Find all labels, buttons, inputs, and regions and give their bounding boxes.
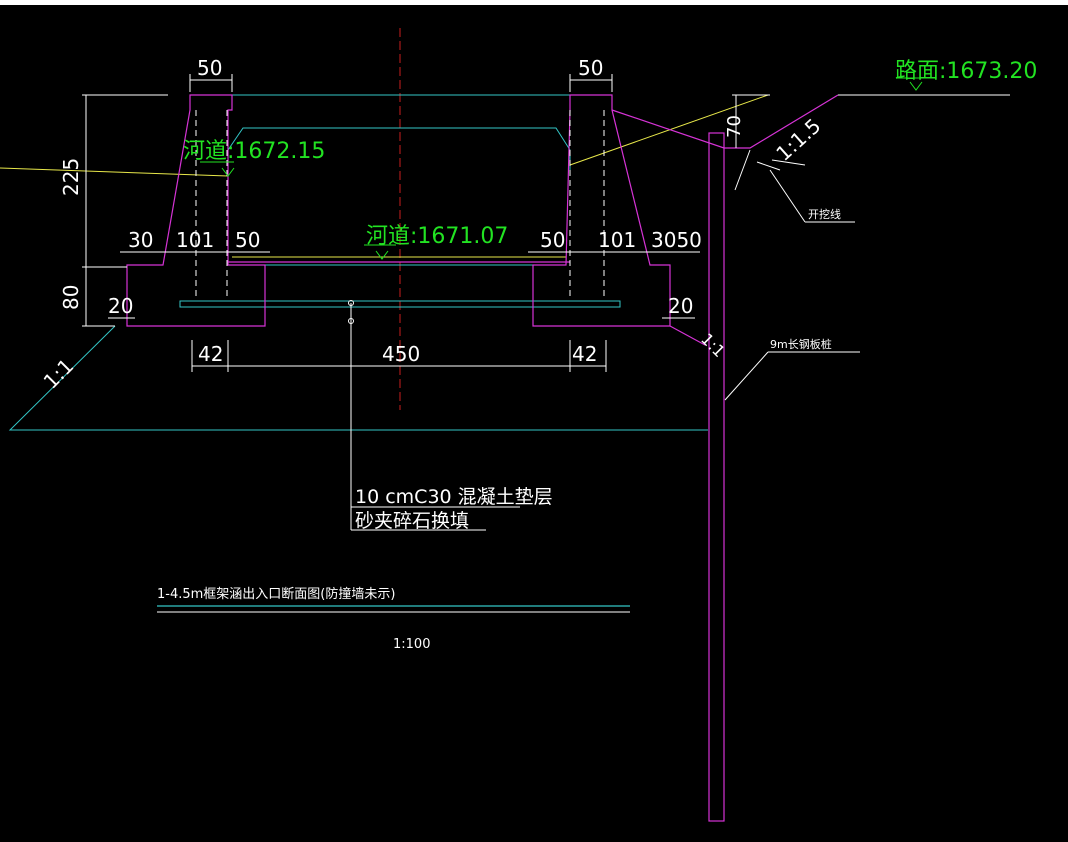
dim-row-right-c: 3050 [651, 228, 702, 252]
dim-height-wall: 225 [59, 158, 83, 196]
road-elevation-label: 路面:1673.20 [895, 59, 1037, 84]
dim-toe-left: 20 [108, 294, 133, 318]
slope-right-label: 1:1.5 [771, 114, 825, 166]
dim-slope-gap: 70 [724, 115, 745, 138]
dim-row-left-c: 50 [235, 228, 260, 252]
dim-top-left: 50 [197, 56, 222, 80]
slope-left-label: 1:1 [39, 354, 79, 394]
top-border-strip [0, 0, 1068, 5]
river-bottom-elevation-label: 河道:1671.07 [366, 224, 508, 249]
dim-row-right-a: 50 [540, 228, 565, 252]
dim-row-left-b: 101 [176, 228, 214, 252]
excavation-line-label: 开挖线 [808, 207, 841, 221]
dim-bottom-right: 42 [572, 342, 597, 366]
leader-dot-top [348, 300, 354, 306]
leader-dot-bottom [348, 318, 354, 324]
dim-bottom-mid: 450 [382, 342, 420, 366]
bedding-layer-label: 10 cmC30 混凝土垫层 [355, 486, 553, 508]
dim-row-left-a: 30 [128, 228, 153, 252]
steel-pile-label: 9m长钢板桩 [770, 337, 832, 351]
elevation-markers [200, 77, 928, 260]
dim-height-base: 80 [59, 285, 83, 310]
dim-top-right: 50 [578, 56, 603, 80]
dim-toe-right: 20 [668, 294, 693, 318]
ground-surface-lines [0, 94, 769, 258]
drawing-title: 1-4.5m框架涵出入口断面图(防撞墙未示) [157, 586, 395, 602]
hidden-lines [195, 110, 605, 300]
dimension-lines [82, 74, 1010, 531]
culvert-structure [126, 94, 839, 822]
dim-bottom-left: 42 [198, 342, 223, 366]
fill-material-label: 砂夹碎石换填 [355, 510, 469, 532]
drawing-scale: 1:100 [393, 637, 430, 652]
dim-row-right-b: 101 [598, 228, 636, 252]
river-high-elevation-label: 河道:1672.15 [183, 139, 325, 164]
